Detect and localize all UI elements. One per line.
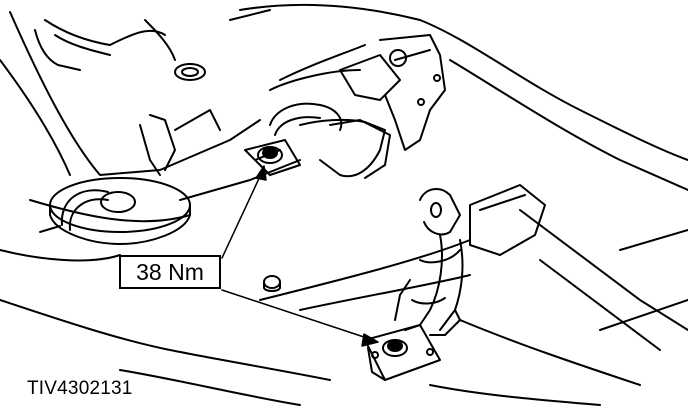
figure-identifier: TIV4302131	[27, 378, 133, 399]
arrowhead-upper	[255, 165, 267, 181]
lower-buckle-assembly	[394, 184, 546, 336]
torque-spec-callout: 38 Nm	[119, 255, 221, 289]
lower-anchor-bolt	[364, 324, 441, 381]
cut-panel-bracket	[34, 19, 221, 176]
leader-line-upper	[221, 171, 263, 259]
floor-panel-outline	[0, 3, 688, 406]
leader-line-lower	[221, 289, 371, 340]
spool-disc	[39, 177, 191, 245]
loose-nut	[263, 275, 281, 292]
leader-arrows	[221, 165, 379, 347]
upper-buckle-assembly	[269, 34, 446, 179]
torque-spec-label: 38 Nm	[136, 258, 204, 285]
upper-anchor-bolt	[244, 139, 301, 176]
arrowhead-lower	[361, 333, 379, 347]
